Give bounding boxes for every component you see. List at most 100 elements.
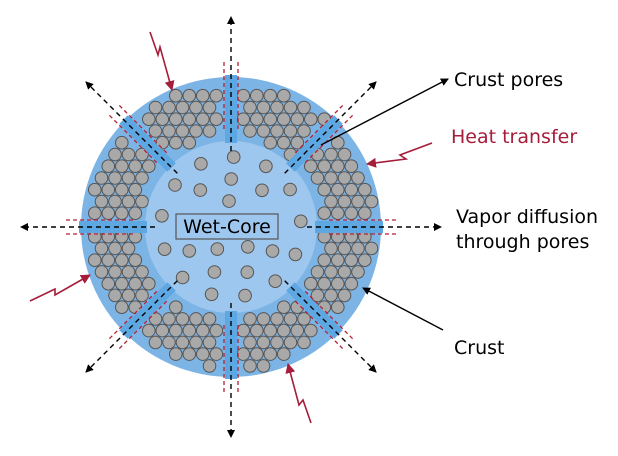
wet-core-disc xyxy=(145,141,317,313)
crust-particle xyxy=(277,300,291,315)
core-particle xyxy=(288,247,303,262)
crust-particle xyxy=(142,323,156,338)
crust-particle xyxy=(189,312,203,326)
crust-particle xyxy=(121,171,136,185)
crust-particle xyxy=(182,323,197,338)
crust-particle xyxy=(270,335,284,350)
crust-particle xyxy=(243,124,257,138)
crust-particle xyxy=(331,159,345,173)
crust-particle xyxy=(175,312,190,326)
crust-particle xyxy=(189,100,203,115)
crust-particle xyxy=(310,288,325,303)
crust-particle xyxy=(290,112,305,126)
crust-particle xyxy=(162,335,176,350)
crust-particle xyxy=(121,265,136,279)
crust-particle xyxy=(115,300,129,315)
crust-particle xyxy=(155,112,170,126)
crust-particle xyxy=(263,323,278,338)
crust-particle xyxy=(115,182,129,197)
core-particle xyxy=(193,183,208,197)
pore-wall xyxy=(294,300,344,350)
crust-particle xyxy=(108,171,122,185)
crust-particle xyxy=(94,194,109,209)
core-particle xyxy=(238,288,252,303)
crust-particle xyxy=(256,312,271,326)
crust-particle xyxy=(337,194,352,209)
crust-particle xyxy=(277,323,291,338)
crust-particle xyxy=(337,241,352,256)
crust-particle xyxy=(317,206,332,220)
crust-particle xyxy=(364,194,379,209)
vapor-diffusion-arrows xyxy=(20,16,442,438)
crust-particle xyxy=(162,100,176,115)
crust-particle xyxy=(209,323,224,338)
crust-particle xyxy=(277,347,291,361)
crust-particle xyxy=(263,347,278,361)
crust-particle xyxy=(108,265,122,279)
crust-particle xyxy=(331,276,345,291)
pore-channel xyxy=(315,221,383,233)
crust-particle xyxy=(297,312,311,326)
crust-particle xyxy=(88,253,102,268)
crust-particle xyxy=(270,124,284,138)
crust-particle xyxy=(148,100,163,115)
crust-particle xyxy=(337,288,352,303)
crust-particle xyxy=(128,182,143,197)
crust-particle xyxy=(351,194,365,209)
wet-core-label: Wet-Core xyxy=(183,216,271,238)
crust-particle xyxy=(115,206,129,220)
core-particle xyxy=(222,194,236,208)
crust-particle xyxy=(283,312,298,326)
crust-particle xyxy=(169,323,183,338)
crust-particle xyxy=(162,312,176,326)
crust-particle xyxy=(364,241,379,256)
crust-particle xyxy=(290,135,305,150)
crust-particle xyxy=(115,159,129,173)
heat-arrow-top xyxy=(149,31,175,91)
crust-particle xyxy=(344,159,359,173)
wet-core-label-box xyxy=(175,213,279,240)
crust-particle xyxy=(249,88,264,103)
crust-particle xyxy=(310,171,325,185)
crust-particle xyxy=(101,253,116,268)
crust-particle xyxy=(162,124,176,138)
crust-particle xyxy=(351,171,365,185)
crust-particle xyxy=(209,112,224,126)
crust-particle xyxy=(169,347,183,361)
crust-particle xyxy=(283,100,298,115)
crust-particle xyxy=(324,241,338,256)
crust-particle xyxy=(135,288,149,303)
core-particle xyxy=(175,270,190,285)
crust-particle xyxy=(135,265,149,279)
crust-particle xyxy=(128,206,143,220)
crust-particle xyxy=(115,135,129,150)
crust-particle xyxy=(196,347,210,361)
crust-particle xyxy=(297,124,311,138)
crust-particle xyxy=(310,265,325,279)
crust-particle xyxy=(337,171,352,185)
crust-particle xyxy=(243,335,257,350)
crust-particle xyxy=(169,88,183,103)
crust-particle xyxy=(317,159,332,173)
crust-particle xyxy=(243,312,257,326)
core-particle xyxy=(224,172,238,186)
vapor-diffusion-label-line1: Vapor diffusion xyxy=(456,206,598,228)
core-particle xyxy=(207,265,222,279)
crust-particle xyxy=(263,135,278,150)
crust-particle xyxy=(202,124,217,138)
crust-leader xyxy=(362,287,444,331)
vapor-arrow xyxy=(284,81,377,174)
crust-particle xyxy=(290,323,305,338)
crust-particles xyxy=(88,88,379,373)
pore-wall xyxy=(294,104,344,154)
crust-particle xyxy=(337,147,352,162)
crust-particle xyxy=(101,182,116,197)
crust-particle xyxy=(128,159,143,173)
crust-particle xyxy=(304,112,318,126)
core-particle xyxy=(226,150,241,164)
crust-particle xyxy=(256,359,271,373)
crust-particle xyxy=(297,100,311,115)
crust-particle xyxy=(304,276,318,291)
core-particle xyxy=(157,242,172,256)
